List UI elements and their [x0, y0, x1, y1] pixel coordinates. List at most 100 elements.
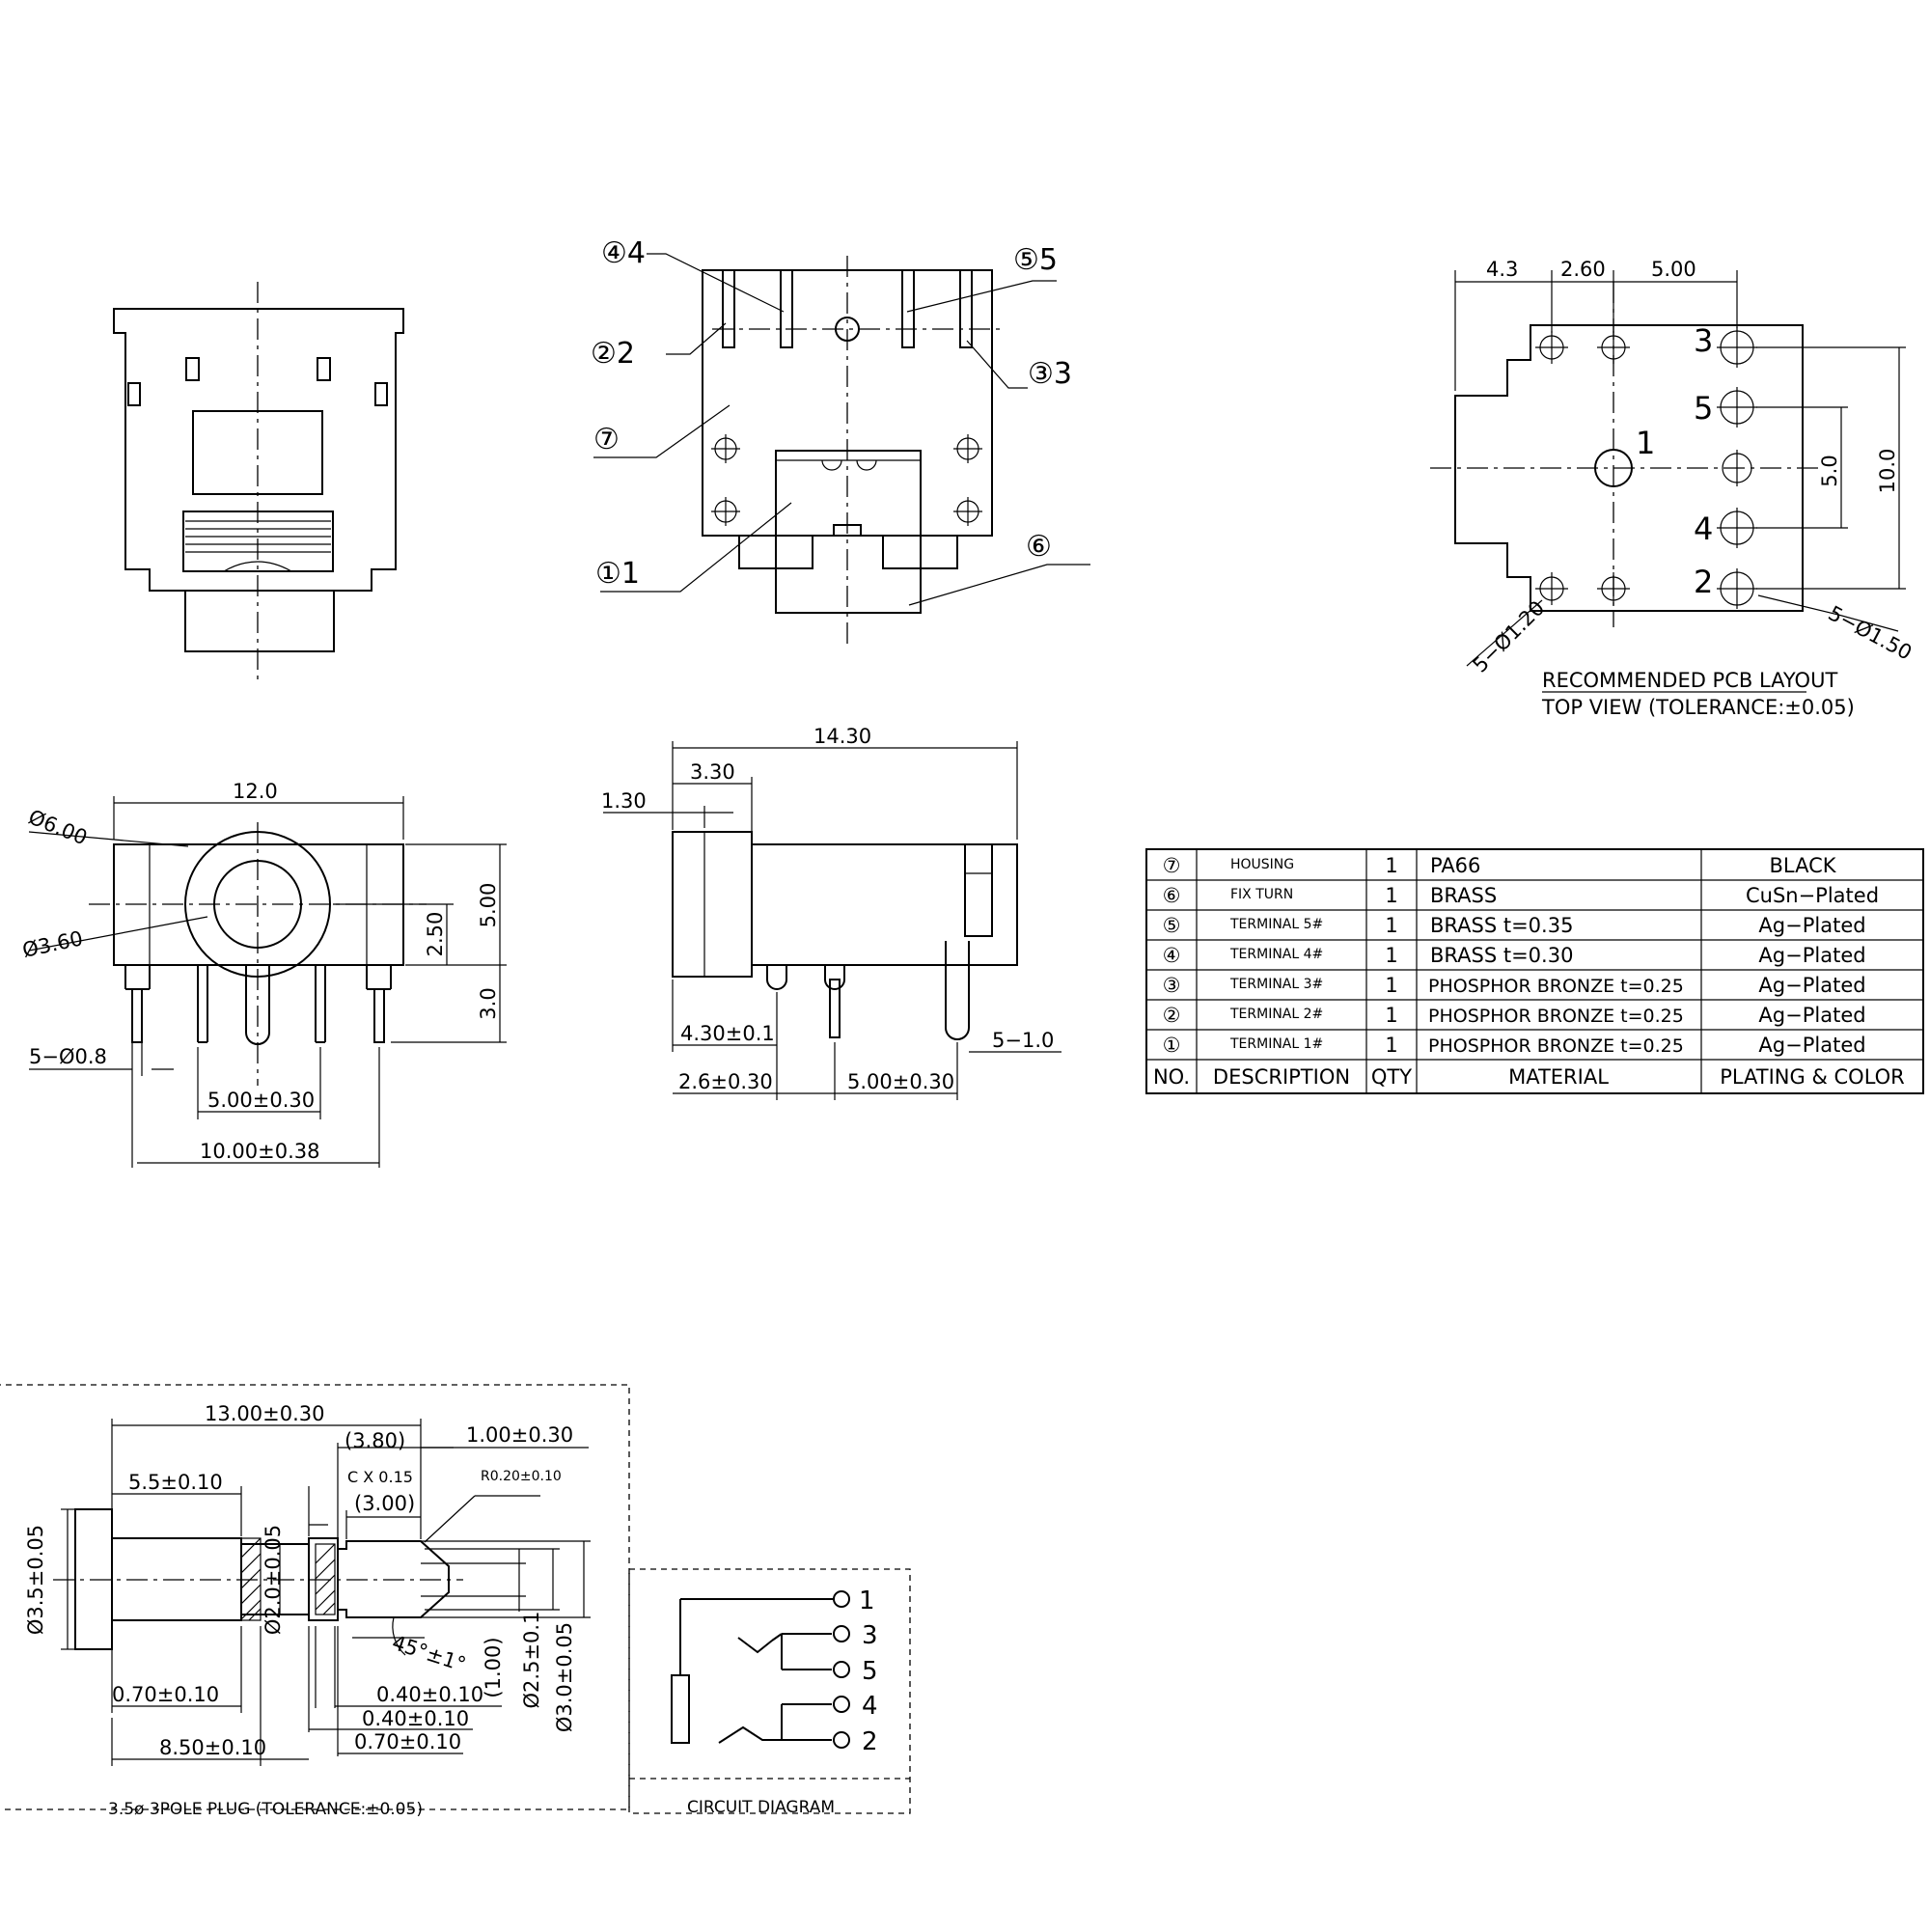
- side-view: 14.30 3.30 1.30 4.30±0.1 2.6±0.30 5.00±0…: [601, 725, 1062, 1100]
- bom-header-row: NO. DESCRIPTION QTY MATERIAL PLATING & C…: [1153, 1065, 1905, 1089]
- bom-plating: Ag−Plated: [1758, 1034, 1865, 1057]
- circuit-pin-1: 1: [859, 1587, 875, 1615]
- plug-dim-dia-2-0: Ø2.0±0.05: [262, 1525, 285, 1635]
- bom-description: FIX TURN: [1230, 887, 1293, 902]
- bom-material: BRASS t=0.30: [1430, 944, 1573, 967]
- bom-plating: Ag−Plated: [1758, 944, 1865, 967]
- front-dim-span: 10.00±0.38: [200, 1140, 319, 1163]
- bom-row: ③ TERMINAL 3# 1 PHOSPHOR BRONZE t=0.25 A…: [1163, 974, 1866, 997]
- circuit-pin-5: 5: [862, 1657, 878, 1686]
- side-dim-1-30: 1.30: [601, 789, 647, 813]
- bom-material: PHOSPHOR BRONZE t=0.25: [1428, 1035, 1684, 1057]
- plug-dim-0-70-b: 0.70±0.10: [354, 1730, 461, 1753]
- bom-plating: Ag−Plated: [1758, 974, 1865, 997]
- bom-header-no: NO.: [1153, 1065, 1190, 1089]
- callout-6: ⑥: [1026, 530, 1052, 564]
- pcb-dim-4-3: 4.3: [1486, 258, 1518, 281]
- pcb-pin-3: 3: [1694, 322, 1713, 359]
- plug-dim-radius: R0.20±0.10: [481, 1469, 562, 1484]
- callout-4: ④4: [601, 236, 646, 270]
- pcb-holes-large: 5−Ø1.50: [1825, 601, 1916, 664]
- circuit-pin-3: 3: [862, 1621, 878, 1650]
- front-dim-height: 5.00: [477, 883, 500, 928]
- pcb-pin-4: 4: [1694, 511, 1713, 547]
- pcb-pin-2: 2: [1694, 564, 1713, 600]
- top-view: ④4 ⑤5 ②2 ③3 ⑦ ①1 ⑥: [591, 236, 1090, 645]
- circuit-pin-4: 4: [862, 1692, 878, 1721]
- bom-header-qty: QTY: [1371, 1065, 1412, 1089]
- bom-qty: 1: [1385, 1034, 1397, 1057]
- front-dim-width: 12.0: [233, 780, 278, 803]
- plug-dim-dia-2-5: Ø2.5±0.1: [520, 1612, 543, 1709]
- bom-description: TERMINAL 1#: [1229, 1036, 1323, 1052]
- pcb-pin-1: 1: [1636, 425, 1655, 461]
- side-dim-pins: 5−1.0: [992, 1029, 1054, 1052]
- bom-header-plating: PLATING & COLOR: [1720, 1065, 1905, 1089]
- pcb-layout-view: 4.3 2.60 5.00 5.0 10.0 5−Ø1.20 5−Ø1.50 1…: [1430, 258, 1916, 719]
- bom-no: ⑥: [1163, 884, 1181, 907]
- bom-qty: 1: [1385, 944, 1397, 967]
- side-dim-5-00: 5.00±0.30: [847, 1070, 954, 1093]
- bom-material: BRASS t=0.35: [1430, 914, 1573, 937]
- side-dim-2-6: 2.6±0.30: [678, 1070, 773, 1093]
- bom-row: ⑤ TERMINAL 5# 1 BRASS t=0.35 Ag−Plated: [1163, 914, 1866, 937]
- bom-header-description: DESCRIPTION: [1213, 1065, 1350, 1089]
- bom-qty: 1: [1385, 884, 1397, 907]
- pcb-dim-5-00: 5.00: [1651, 258, 1696, 281]
- callout-5: ⑤5: [1013, 243, 1058, 277]
- front-dim-pitch: 5.00±0.30: [207, 1089, 315, 1112]
- bom-plating: Ag−Plated: [1758, 914, 1865, 937]
- pcb-dim-5-0: 5.0: [1818, 455, 1841, 486]
- plug-dim-0-70-a: 0.70±0.10: [112, 1683, 219, 1706]
- bom-description: TERMINAL 3#: [1229, 977, 1323, 992]
- plug-dim-1-00-ref: (1.00): [482, 1637, 505, 1697]
- bom-no: ③: [1163, 974, 1181, 997]
- pcb-caption-2: TOP VIEW (TOLERANCE:±0.05): [1541, 696, 1855, 719]
- bom-qty: 1: [1385, 854, 1397, 877]
- front-dim-pins: 5−Ø0.8: [29, 1045, 107, 1068]
- circuit-pin-2: 2: [862, 1727, 878, 1756]
- side-dim-length: 14.30: [813, 725, 871, 748]
- bom-row: ④ TERMINAL 4# 1 BRASS t=0.30 Ag−Plated: [1163, 944, 1866, 967]
- bom-description: HOUSING: [1230, 857, 1294, 872]
- plug-dim-dia-3-0: Ø3.0±0.05: [553, 1622, 576, 1732]
- front-dim-pin-length: 3.0: [477, 987, 500, 1019]
- bom-table: ⑦ HOUSING 1 PA66 BLACK ⑥ FIX TURN 1 BRAS…: [1145, 848, 1924, 1094]
- bom-row: ⑥ FIX TURN 1 BRASS CuSn−Plated: [1163, 884, 1879, 907]
- plug-view: 13.00±0.30 (3.80) 1.00±0.30 5.5±0.10 C X…: [0, 1384, 630, 1819]
- pcb-caption-1: RECOMMENDED PCB LAYOUT: [1542, 669, 1837, 692]
- plug-dim-3-00: (3.00): [354, 1492, 415, 1515]
- bom-material: PA66: [1430, 854, 1480, 877]
- side-dim-4-30: 4.30±0.1: [680, 1022, 775, 1045]
- bom-plating: BLACK: [1769, 854, 1836, 877]
- bom-no: ⑤: [1163, 914, 1181, 937]
- bom-plating: CuSn−Plated: [1746, 884, 1879, 907]
- bom-row: ② TERMINAL 2# 1 PHOSPHOR BRONZE t=0.25 A…: [1163, 1004, 1866, 1027]
- bom-row: ⑦ HOUSING 1 PA66 BLACK: [1163, 854, 1837, 877]
- bom-header-material: MATERIAL: [1508, 1065, 1609, 1089]
- plug-dim-8-50: 8.50±0.10: [159, 1736, 266, 1759]
- plug-dim-1-00: 1.00±0.30: [466, 1423, 573, 1447]
- bom-qty: 1: [1385, 1004, 1397, 1027]
- circuit-caption: CIRCUIT DIAGRAM: [687, 1798, 835, 1817]
- front-dim-center: 2.50: [424, 912, 447, 957]
- plug-dim-angle: 45°±1°: [389, 1631, 468, 1676]
- bom-qty: 1: [1385, 974, 1397, 997]
- bom-no: ②: [1163, 1004, 1181, 1027]
- plug-dim-3-80: (3.80): [345, 1429, 405, 1452]
- callout-3: ③3: [1028, 357, 1072, 391]
- front-elevation-view: 12.0 Ø6.00 Ø3.60 5.00 2.50 3.0 5−Ø0.8 5.…: [20, 780, 507, 1168]
- bom-description: TERMINAL 2#: [1229, 1007, 1323, 1022]
- bom-material: PHOSPHOR BRONZE t=0.25: [1428, 976, 1684, 997]
- bom-material: BRASS: [1430, 884, 1497, 907]
- bom-row: ① TERMINAL 1# 1 PHOSPHOR BRONZE t=0.25 A…: [1163, 1034, 1866, 1057]
- front-dim-outer-dia: Ø6.00: [25, 805, 91, 849]
- callout-7: ⑦: [593, 423, 620, 456]
- bom-material: PHOSPHOR BRONZE t=0.25: [1428, 1006, 1684, 1027]
- bom-description: TERMINAL 5#: [1229, 917, 1323, 932]
- callout-1: ①1: [595, 557, 640, 591]
- bom-no: ①: [1163, 1034, 1181, 1057]
- plug-dim-overall: 13.00±0.30: [205, 1402, 324, 1425]
- plug-dim-chamfer: C X 0.15: [347, 1468, 413, 1486]
